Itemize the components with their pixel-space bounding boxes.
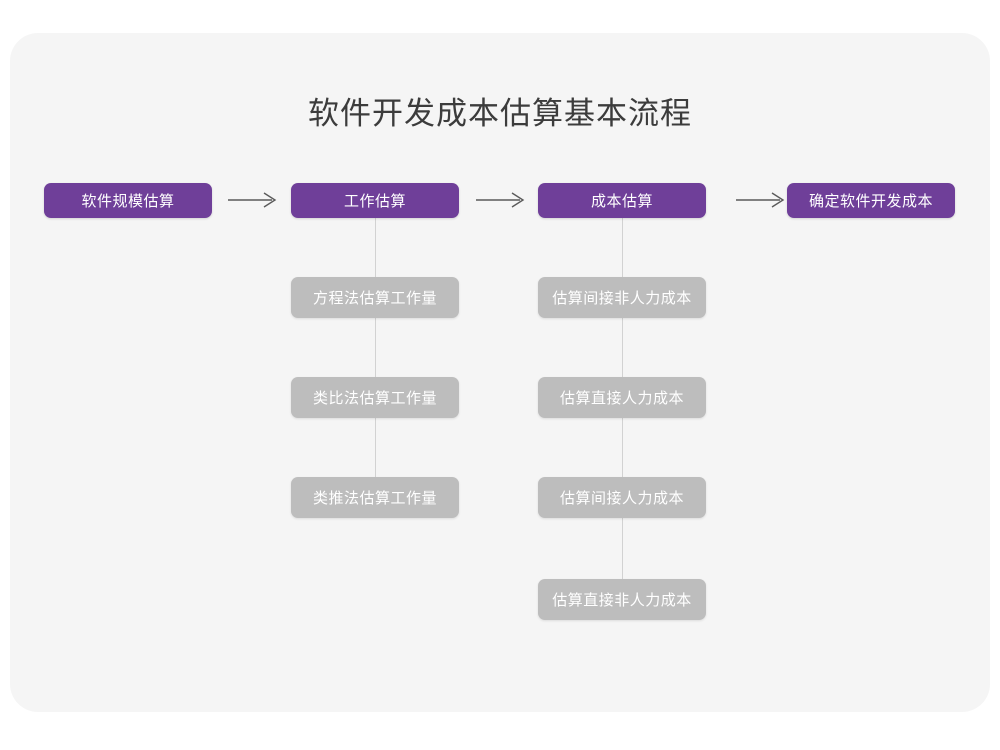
page-title: 软件开发成本估算基本流程 <box>308 96 692 131</box>
arrow-right-icon-2 <box>476 190 528 210</box>
flow-substep-direct-nonlabor-cost[interactable]: 估算直接非人力成本 <box>538 579 706 620</box>
flow-step-final-cost[interactable]: 确定软件开发成本 <box>787 183 955 218</box>
flow-step-cost-estimate[interactable]: 成本估算 <box>538 183 706 218</box>
flow-step-work-estimate[interactable]: 工作估算 <box>291 183 459 218</box>
connector-line-col3-c <box>622 417 623 477</box>
flow-substep-equation-method[interactable]: 方程法估算工作量 <box>291 277 459 318</box>
flow-substep-inference-method[interactable]: 类推法估算工作量 <box>291 477 459 518</box>
connector-line-col2-b <box>375 317 376 377</box>
flow-step-software-size[interactable]: 软件规模估算 <box>44 183 212 218</box>
connector-line-col2-a <box>375 218 376 278</box>
arrow-right-icon-1 <box>228 190 280 210</box>
flow-substep-indirect-nonlabor-cost[interactable]: 估算间接非人力成本 <box>538 277 706 318</box>
connector-line-col3-d <box>622 517 623 579</box>
arrow-right-icon-3 <box>736 190 788 210</box>
connector-line-col2-c <box>375 417 376 477</box>
flow-substep-direct-labor-cost[interactable]: 估算直接人力成本 <box>538 377 706 418</box>
connector-line-col3-b <box>622 317 623 377</box>
flow-substep-analogy-method[interactable]: 类比法估算工作量 <box>291 377 459 418</box>
diagram-card <box>10 33 990 712</box>
flow-substep-indirect-labor-cost[interactable]: 估算间接人力成本 <box>538 477 706 518</box>
connector-line-col3-a <box>622 218 623 278</box>
